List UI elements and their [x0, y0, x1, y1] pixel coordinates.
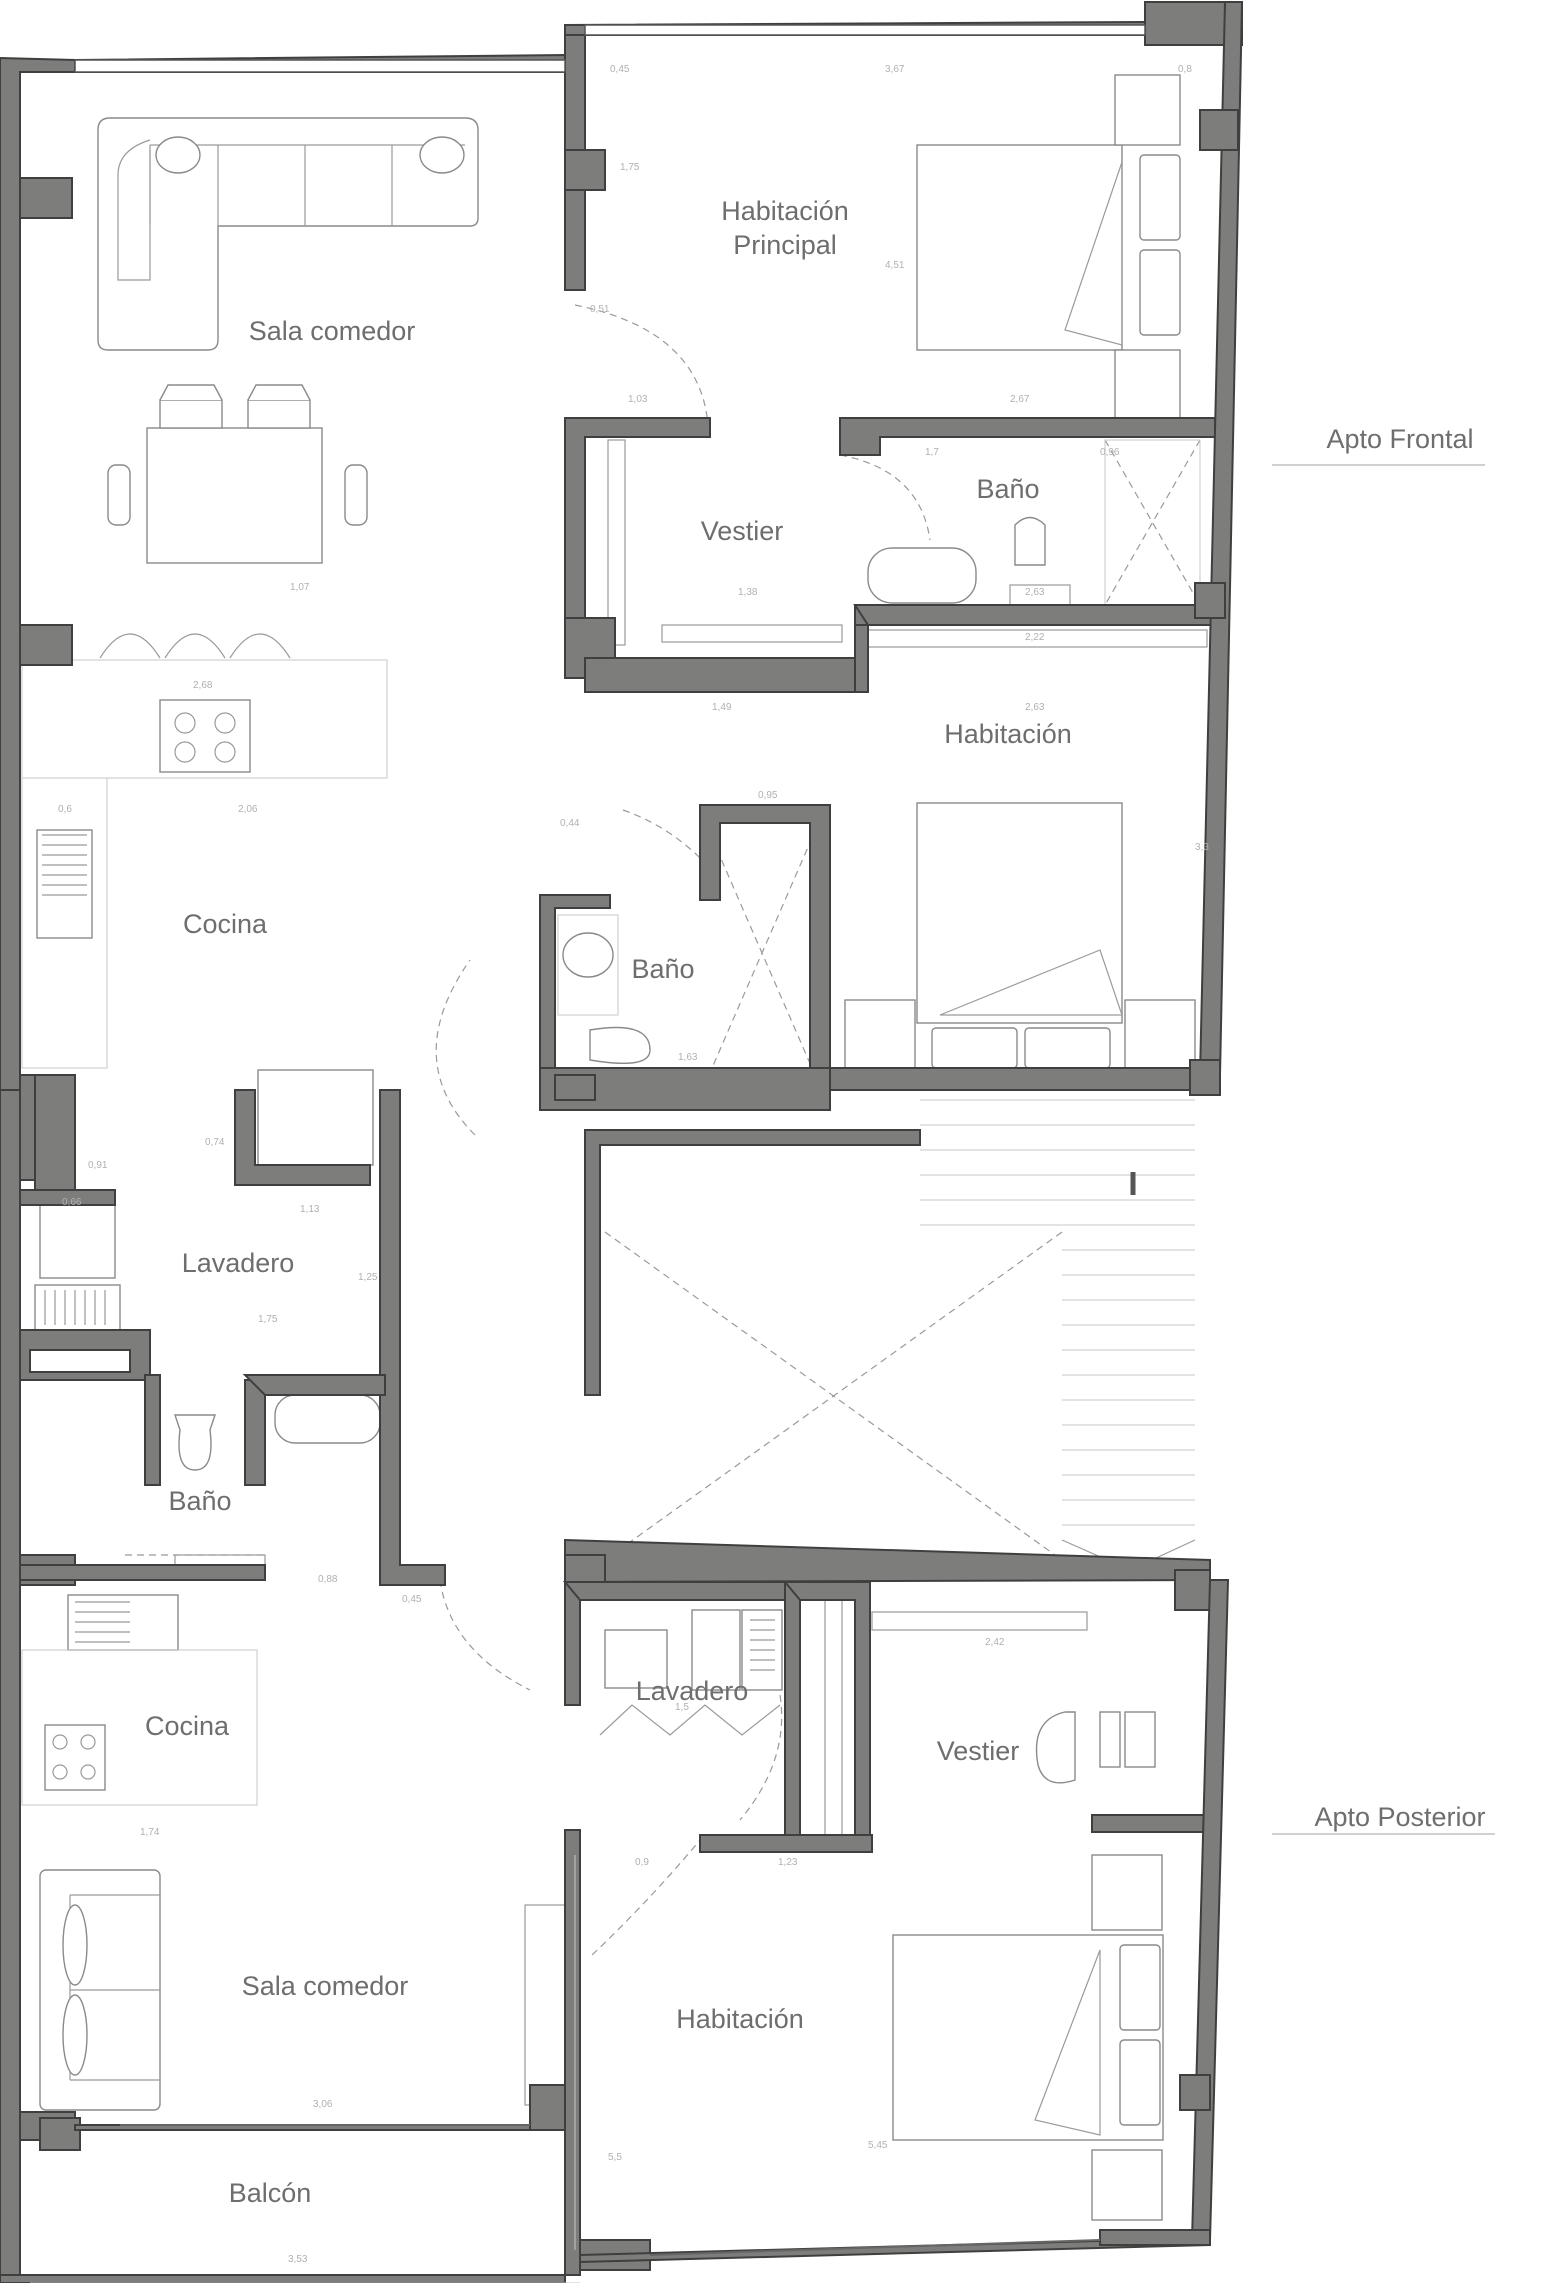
toilet-bano-medio — [589, 1026, 651, 1065]
room-label-bano-servicio: Baño — [168, 1486, 231, 1516]
room-label-bano-medio: Baño — [631, 954, 694, 984]
dim-label: 0,96 — [1100, 447, 1120, 458]
dim-label: 1,49 — [712, 702, 732, 713]
dim-label: 0,51 — [590, 304, 610, 315]
room-label-habitacion-posterior: Habitación — [676, 2004, 804, 2034]
bar-stools — [99, 633, 291, 659]
washer-frontal — [39, 1199, 116, 1279]
window-bottom — [649, 2239, 1101, 2256]
room-label-sala-comedor-frontal: Sala comedor — [249, 316, 416, 346]
room-label-sala-comedor-posterior: Sala comedor — [242, 1971, 409, 2001]
room-label-habitacion-frontal: Habitación — [944, 719, 1072, 749]
washer-posterior — [604, 1629, 668, 1689]
dim-label: 2,42 — [985, 1637, 1005, 1648]
stove-posterior — [44, 1724, 106, 1791]
room-label-habitacion-principal: Habitación — [721, 196, 849, 226]
sink-bano-medio — [562, 932, 614, 978]
dim-label: 1,38 — [738, 587, 758, 598]
apartment-label-posterior: Apto Posterior — [1314, 1802, 1485, 1832]
dryer-posterior — [691, 1609, 741, 1691]
dim-label: 3,67 — [885, 64, 905, 75]
bed-principal — [916, 74, 1181, 421]
dim-label: 1,75 — [620, 162, 640, 173]
dim-label: 2,63 — [1025, 587, 1045, 598]
dim-label: 1,63 — [678, 1052, 698, 1063]
dim-label: 2,22 — [1025, 632, 1045, 643]
dim-label: 0,6 — [58, 804, 72, 815]
dim-label: 3,53 — [288, 2254, 308, 2265]
dim-label: 1,75 — [258, 1314, 278, 1325]
room-labels: Sala comedor Habitación Principal Vestie… — [145, 196, 1072, 2208]
bed-habitacion-frontal — [844, 802, 1196, 1069]
sink-laundry-frontal — [34, 1284, 121, 1331]
room-label-vestier-frontal: Vestier — [701, 516, 784, 546]
dim-label: 0,95 — [758, 790, 778, 801]
dining-table-frontal — [107, 384, 368, 564]
dim-label: 1,5 — [675, 1702, 689, 1713]
dim-label: 1,25 — [358, 1272, 378, 1283]
door-swings — [125, 304, 931, 1956]
dim-label: 1,13 — [300, 1204, 320, 1215]
toilet-servicio — [174, 1414, 216, 1471]
room-label-bano-principal: Baño — [976, 474, 1039, 504]
void-cross — [604, 1231, 1063, 1561]
room-label-habitacion-principal-2: Principal — [733, 230, 837, 260]
dim-label: 3,06 — [313, 2099, 333, 2110]
sofa-frontal — [97, 117, 479, 351]
dimensions: 0,45 3,67 0,8 1,75 4,51 2,67 0,51 1,03 1… — [58, 64, 1209, 2265]
room-label-lavadero-posterior: Lavadero — [636, 1676, 749, 1706]
room-label-vestier-posterior: Vestier — [937, 1736, 1020, 1766]
dim-label: 2,06 — [238, 804, 258, 815]
dim-label: 0,88 — [318, 1574, 338, 1585]
dim-label: 1,74 — [140, 1827, 160, 1838]
dim-label: 2,68 — [193, 680, 213, 691]
apartment-label-frontal: Apto Frontal — [1326, 424, 1473, 454]
dim-label: 3,3 — [1195, 842, 1209, 853]
dim-label: 0,9 — [635, 1857, 649, 1868]
dim-label: 5,5 — [608, 2152, 622, 2163]
dim-label: 0,66 — [62, 1197, 82, 1208]
fridge-frontal — [257, 1069, 374, 1166]
desk-chair — [1035, 1711, 1076, 1784]
walls — [0, 1, 1244, 2283]
furniture — [21, 74, 1208, 2221]
dim-label: 1,03 — [628, 394, 648, 405]
sofa-posterior — [39, 1869, 161, 2111]
room-label-cocina-posterior: Cocina — [145, 1711, 230, 1741]
dim-label: 2,63 — [1025, 702, 1045, 713]
room-label-lavadero-frontal: Lavadero — [182, 1248, 295, 1278]
dim-label: 1,7 — [925, 447, 939, 458]
dim-label: 2,67 — [1010, 394, 1030, 405]
dim-label: 0,45 — [402, 1594, 422, 1605]
stairs — [920, 1099, 1196, 1571]
sink-frontal — [36, 829, 93, 939]
room-label-balcon: Balcón — [229, 2178, 312, 2208]
dim-label: 1,23 — [778, 1857, 798, 1868]
bathtub-principal — [867, 547, 977, 604]
stove-frontal — [159, 699, 251, 773]
dim-label: 0,45 — [610, 64, 630, 75]
bed-habitacion-posterior — [892, 1854, 1164, 2221]
room-label-cocina-frontal: Cocina — [183, 909, 268, 939]
dim-label: 4,51 — [885, 260, 905, 271]
toilet-principal — [1014, 516, 1046, 566]
dim-label: 0,8 — [1178, 64, 1192, 75]
dim-label: 0,74 — [205, 1137, 225, 1148]
dim-label: 1,07 — [290, 582, 310, 593]
dim-label: 0,44 — [560, 818, 580, 829]
dim-label: 5,45 — [868, 2140, 888, 2151]
dim-label: 0,91 — [88, 1160, 108, 1171]
closet-hatch-posterior — [824, 1584, 843, 1836]
